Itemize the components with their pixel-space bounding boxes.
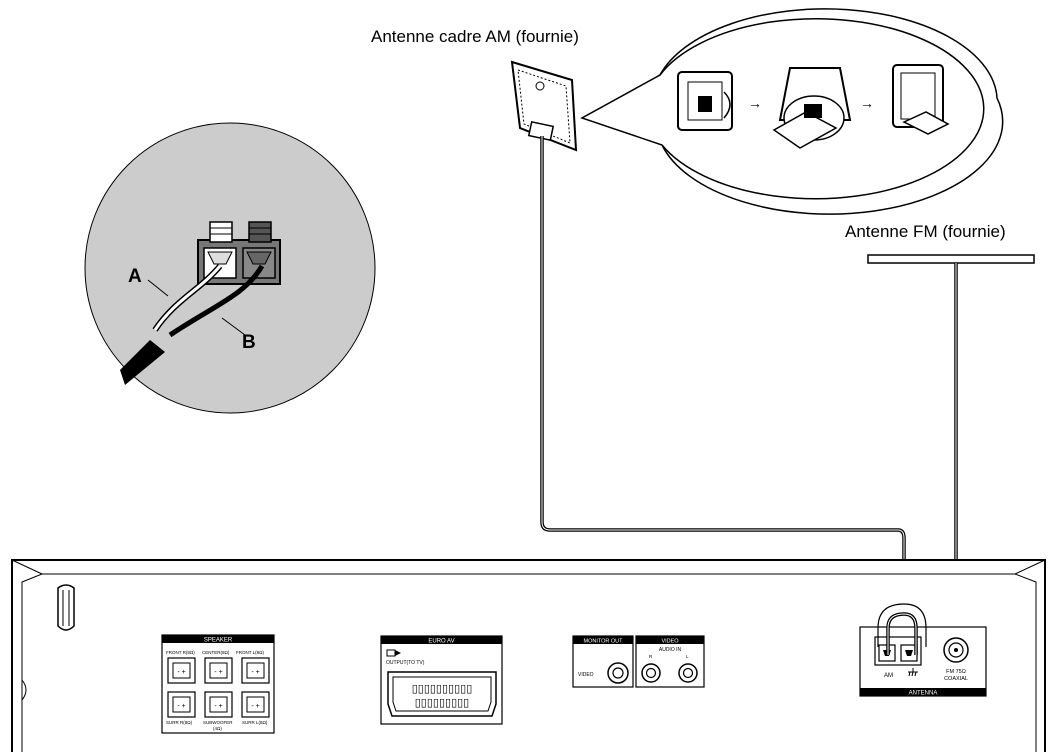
svg-text:- +: - + <box>214 669 222 676</box>
label-front-l: FRONT L(8Ω) <box>236 650 265 655</box>
cord-clip <box>57 584 75 631</box>
label-center: CENTER(8Ω) <box>202 650 230 655</box>
jack-front-r[interactable]: - + <box>167 657 196 684</box>
jack-surr-r[interactable]: - + <box>167 691 196 718</box>
svg-text:- +: - + <box>177 703 185 710</box>
arrow-step-1: → <box>748 95 762 111</box>
speaker-terminals: SPEAKER FRONT R(8Ω) CENTER(8Ω) FRONT L(8… <box>161 634 275 734</box>
speaker-title: SPEAKER <box>204 638 233 644</box>
am-wire-leads <box>877 603 927 655</box>
jack-front-l[interactable]: - + <box>241 657 270 684</box>
fm-label: FM 75Ω <box>946 669 966 675</box>
output-arrow-icon <box>386 649 401 657</box>
wire-label-a: A <box>128 266 142 287</box>
audio-in-l-label: L <box>686 654 689 659</box>
video-audio-in: VIDEO AUDIO IN R L <box>635 635 705 688</box>
euro-av-output-label: OUTPUT(TO TV) <box>386 660 425 666</box>
label-subwoofer-ohm: (4Ω) <box>213 726 222 731</box>
fm-antenna-label: Antenne FM (fournie) <box>845 222 1006 241</box>
monitor-out-title: MONITOR OUT <box>583 639 623 645</box>
assembly-step-2 <box>772 67 852 149</box>
antenna-terminals: ANTENNA AM FM 75Ω COAXI <box>859 626 987 697</box>
am-label: AM <box>884 673 893 679</box>
label-surr-l: SURR L(8Ω) <box>242 720 268 725</box>
jack-center[interactable]: - + <box>204 657 233 684</box>
antenna-title: ANTENNA <box>909 691 938 697</box>
audio-in-r-jack[interactable] <box>641 663 661 683</box>
assembly-step-1 <box>677 71 733 131</box>
monitor-out-video-label: VIDEO <box>578 672 594 678</box>
svg-text:- +: - + <box>177 669 185 676</box>
scart-connector[interactable]: ▯▯▯▯▯▯▯▯▯▯ ▯▯▯▯▯▯▯▯▯ <box>387 671 497 717</box>
fm-antenna <box>867 254 1035 264</box>
fm-coaxial-jack[interactable] <box>943 637 969 663</box>
speaker-terminal-inset: A B <box>84 122 376 414</box>
wire-label-b: B <box>242 332 256 353</box>
ground-icon <box>908 668 918 677</box>
coaxial-label: COAXIAL <box>944 676 968 682</box>
audio-in-r-label: R <box>649 654 653 659</box>
leader-line-b <box>221 317 246 336</box>
audio-in-label: AUDIO IN <box>659 647 682 653</box>
audio-in-l-jack[interactable] <box>678 663 698 683</box>
label-front-r: FRONT R(8Ω) <box>166 650 195 655</box>
am-assembly-callout: → → <box>580 8 1004 215</box>
euro-av-title: EURO AV <box>428 639 454 645</box>
label-surr-r: SURR R(8Ω) <box>166 720 193 725</box>
monitor-out: MONITOR OUT VIDEO <box>572 635 634 688</box>
assembly-step-3 <box>892 64 950 135</box>
rear-panel: SPEAKER FRONT R(8Ω) CENTER(8Ω) FRONT L(8… <box>11 559 1046 752</box>
video-out-jack[interactable] <box>607 662 629 684</box>
am-terminal[interactable] <box>874 636 922 666</box>
speaker-terminal-block <box>197 221 281 285</box>
arrow-step-2: → <box>860 95 874 111</box>
svg-text:▯▯▯▯▯▯▯▯▯: ▯▯▯▯▯▯▯▯▯ <box>415 697 469 709</box>
am-antenna-cable <box>540 136 906 614</box>
jack-surr-l[interactable]: - + <box>241 691 270 718</box>
svg-text:- +: - + <box>214 703 222 710</box>
am-antenna-label: Antenne cadre AM (fournie) <box>371 27 579 46</box>
euro-av-scart: EURO AV OUTPUT(TO TV) ▯▯▯▯▯▯▯▯▯▯ ▯▯▯▯▯▯▯… <box>380 635 503 725</box>
speaker-wires <box>120 264 265 385</box>
am-loop-antenna <box>510 60 578 152</box>
leader-line-a <box>147 279 169 297</box>
svg-text:- +: - + <box>251 669 259 676</box>
video-in-title: VIDEO <box>661 639 679 645</box>
svg-text:▯▯▯▯▯▯▯▯▯▯: ▯▯▯▯▯▯▯▯▯▯ <box>412 683 473 695</box>
svg-text:- +: - + <box>251 703 259 710</box>
jack-subwoofer[interactable]: - + <box>204 691 233 718</box>
label-subwoofer: SUBWOOFER <box>203 720 233 725</box>
